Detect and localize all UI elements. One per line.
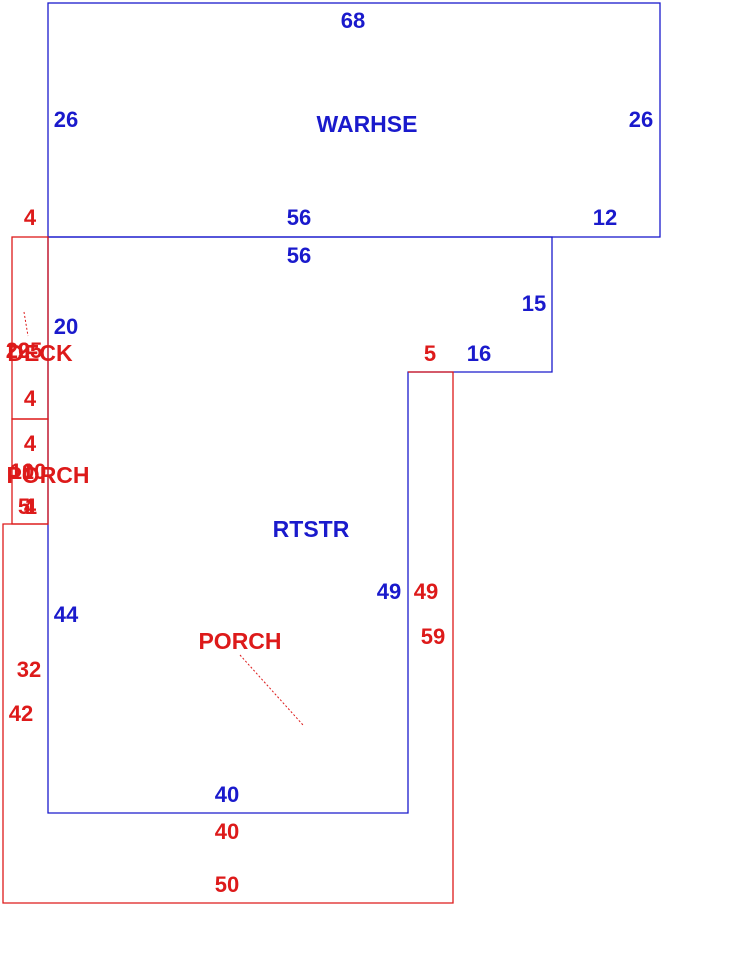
large-porch-dim-right-outer: 59 xyxy=(421,624,445,649)
retail-store-label: RTSTR xyxy=(273,516,350,542)
small-porch-dim-overlap-a: 5 xyxy=(18,494,30,519)
warehouse-label: WARHSE xyxy=(317,111,418,137)
retail-dim-left-lower: 44 xyxy=(54,602,79,627)
deck-dim-side-a: 20 xyxy=(6,338,30,363)
deck-dim-bottom: 4 xyxy=(24,386,37,411)
large-porch-dim-right-inner: 49 xyxy=(414,579,438,604)
large-porch-dim-left-inner: 32 xyxy=(17,657,41,682)
large-porch-dim-bottom-outer: 50 xyxy=(215,872,239,897)
large-porch-dim-bottom-inner: 40 xyxy=(215,819,239,844)
porch-leader-line xyxy=(239,654,304,726)
large-porch-outline xyxy=(2,371,454,904)
retail-dim-top: 56 xyxy=(287,243,311,268)
retail-dim-step-vertical: 15 xyxy=(522,291,546,316)
small-porch-dim-overlap-b: 1 xyxy=(25,494,37,519)
large-porch-dim-left-outer: 42 xyxy=(9,701,33,726)
retail-dim-step-horizontal: 16 xyxy=(467,341,491,366)
large-porch-label: PORCH xyxy=(198,628,281,654)
small-porch-label: PORCH xyxy=(6,462,89,488)
retail-dim-bottom: 40 xyxy=(215,782,239,807)
deck-dim-top: 4 xyxy=(24,205,37,230)
warehouse-dim-top: 68 xyxy=(341,8,365,33)
warehouse-dim-bottom-right: 12 xyxy=(593,205,617,230)
deck-leader-line xyxy=(23,311,29,337)
small-porch-dim-top: 4 xyxy=(24,431,37,456)
large-porch-dim-top: 5 xyxy=(424,341,436,366)
warehouse-dim-bottom: 56 xyxy=(287,205,311,230)
deck-dim-overlap: 25 xyxy=(18,338,42,363)
warehouse-dim-right: 26 xyxy=(629,107,653,132)
deck-label: DECK xyxy=(7,340,73,366)
retail-dim-left-upper: 20 xyxy=(54,314,78,339)
small-porch-dim-right: 10 xyxy=(22,459,46,484)
small-porch-dim-bottom: 4 xyxy=(24,494,37,519)
warehouse-dim-left: 26 xyxy=(54,107,78,132)
retail-dim-right: 49 xyxy=(377,579,401,604)
small-porch-dim-left: 10 xyxy=(10,459,34,484)
